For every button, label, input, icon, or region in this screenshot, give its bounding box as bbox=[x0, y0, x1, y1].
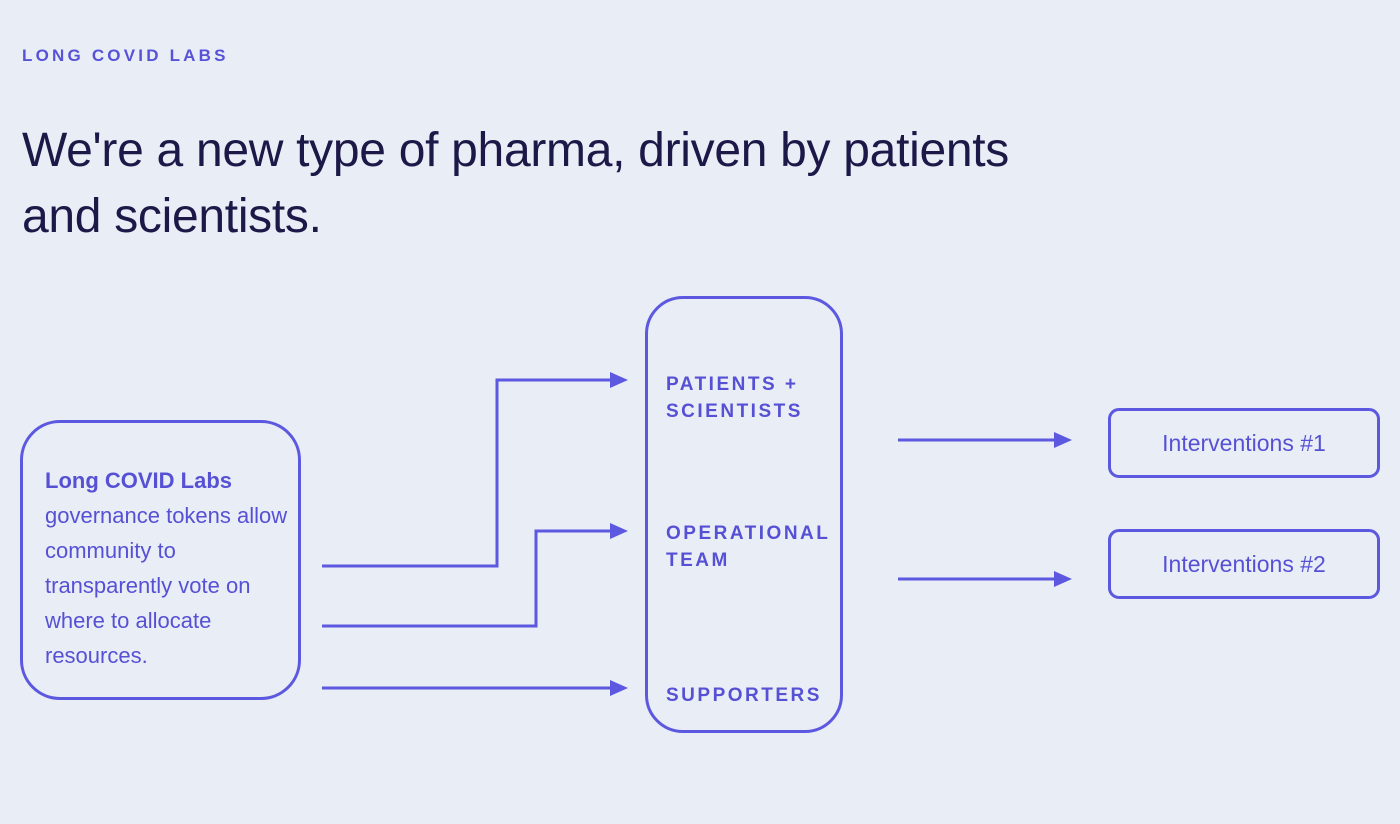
interventions-2-label: Interventions #2 bbox=[1162, 550, 1326, 577]
stakeholder-label-patients-scientists: PATIENTS + SCIENTISTS bbox=[666, 374, 803, 422]
arrow-stakeholders-to-interventions-1 bbox=[898, 432, 1072, 448]
page-title-line-1: We're a new type of pharma, driven by pa… bbox=[22, 124, 1010, 177]
arrow-governance-to-supporters bbox=[322, 680, 628, 696]
arrow-stakeholders-to-interventions-2 bbox=[898, 571, 1072, 587]
interventions-1-label: Interventions #1 bbox=[1162, 429, 1326, 456]
interventions-1-box: Interventions #1 bbox=[1108, 408, 1380, 478]
page-title-line-2: and scientists. bbox=[22, 190, 322, 243]
governance-box-title: Long COVID Labs bbox=[45, 468, 232, 493]
arrow-governance-to-patients-scientists bbox=[322, 372, 628, 568]
governance-box-text: Long COVID Labs governance tokens allow … bbox=[45, 463, 288, 673]
governance-box-body: governance tokens allow community to tra… bbox=[45, 503, 288, 668]
stakeholders-box: PATIENTS + SCIENTISTS OPERATIONAL TEAM S… bbox=[645, 296, 843, 733]
governance-box: Long COVID Labs governance tokens allow … bbox=[20, 420, 301, 700]
stakeholder-label-supporters: SUPPORTERS bbox=[666, 685, 822, 706]
arrow-governance-to-operational-team bbox=[322, 523, 628, 628]
page-title: We're a new type of pharma, driven by pa… bbox=[22, 118, 1009, 250]
brand-eyebrow: LONG COVID LABS bbox=[22, 46, 229, 65]
stakeholder-label-operational-team: OPERATIONAL TEAM bbox=[666, 523, 831, 571]
interventions-2-box: Interventions #2 bbox=[1108, 529, 1380, 599]
